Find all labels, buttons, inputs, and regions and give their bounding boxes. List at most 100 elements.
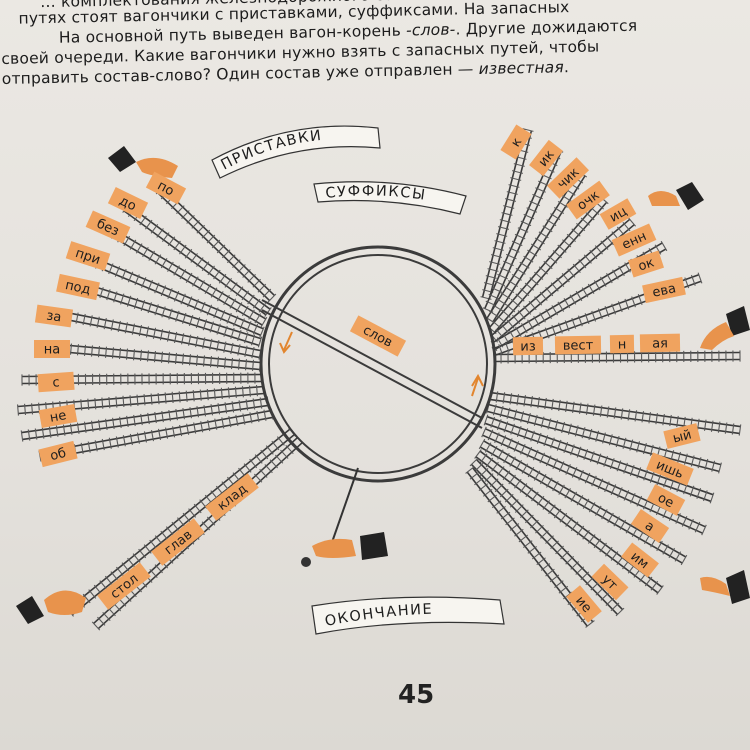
assembled-car-2: н [609, 334, 635, 354]
track-suffix-4 [489, 217, 637, 343]
ending-car-5: ут [591, 563, 629, 601]
ending-car-3-box [630, 509, 670, 543]
suffix-car-7: ева [642, 276, 686, 304]
arrow-up-icon [471, 377, 479, 397]
root-car-2: клад [205, 473, 259, 521]
prefix-car-1-text: до [117, 193, 139, 214]
prefix-car-5-box [34, 304, 74, 328]
assembled-car-2-box [609, 334, 635, 354]
prefix-car-7-box [37, 371, 75, 393]
prefix-car-0-text: по [155, 178, 177, 199]
suffix-car-6-text: ок [636, 255, 656, 274]
track-prefix-0 [155, 185, 277, 303]
ending-car-0-box [663, 423, 701, 449]
root-car-0-box [97, 562, 151, 610]
track-prefix-2 [104, 224, 268, 328]
ending-car-6-box [566, 585, 602, 623]
switch-lever-icon [301, 467, 388, 567]
prefix-car-0-box [145, 171, 187, 205]
prefix-car-8-text: не [49, 408, 68, 426]
signal-flag-icon [16, 590, 86, 624]
prefix-car-0: по [145, 171, 187, 205]
prefix-car-6: на [34, 340, 70, 358]
root-car-center-box [349, 315, 407, 357]
ending-car-2-text: ое [655, 491, 676, 512]
suffix-car-1-box [529, 139, 563, 177]
ending-car-6: ие [566, 585, 602, 623]
ending-car-0-text: ый [671, 427, 693, 446]
track-prefix-4 [71, 278, 263, 348]
prefix-car-6-text: на [44, 343, 60, 358]
track-ending-5 [474, 449, 664, 595]
banner-suffixes: СУФФИКСЫ [313, 181, 467, 215]
ending-car-4-box [621, 542, 659, 578]
root-car-center: слов [349, 315, 407, 357]
assembled-car-0-text: из [520, 339, 536, 354]
banner-endings: ОКОНЧАНИЕ [311, 596, 505, 635]
assembled-car-1-text: вест [563, 338, 594, 354]
prefix-car-5-text: за [45, 309, 62, 326]
page-number: 45 [398, 680, 435, 710]
prefix-car-3: при [65, 241, 111, 271]
signal-flag-icon [108, 146, 178, 178]
ending-car-4: им [621, 542, 659, 578]
prefix-car-2: без [85, 210, 131, 244]
assembled-car-2-text: н [618, 337, 627, 352]
track-prefix-9 [20, 396, 270, 442]
suffix-car-7-text: ева [651, 281, 677, 301]
signal-flag-icon [648, 182, 704, 210]
prefix-car-4-box [56, 273, 100, 301]
ending-car-5-box [591, 563, 629, 601]
main-track [261, 299, 483, 429]
prefix-car-9-text: об [49, 446, 68, 464]
prefix-car-1: до [107, 187, 149, 219]
morpheme-labels: подобезприподзанаснеобкикчикочкиценнокев… [34, 124, 701, 623]
arrow-down-icon-head [279, 342, 291, 354]
track-prefix-10 [38, 408, 274, 462]
track-suffix-2 [484, 170, 588, 324]
suffix-car-4-box [599, 198, 637, 230]
suffix-car-1: ик [529, 139, 563, 177]
assembled-car-3-text: ая [652, 336, 668, 351]
prefix-car-7: с [37, 371, 75, 393]
assembled-car-1: вест [554, 335, 602, 355]
prefix-car-9-box [38, 440, 78, 468]
prefix-car-9: об [38, 440, 78, 468]
prefix-car-6-box [34, 340, 70, 358]
track-ending-3 [481, 426, 707, 536]
track-suffix-3 [487, 195, 609, 335]
root-car-0: стол [97, 562, 151, 610]
prefix-car-2-box [85, 210, 131, 244]
ending-car-2: ое [646, 484, 686, 516]
prefix-car-4: под [56, 273, 100, 301]
root-car-2-box [205, 473, 259, 521]
suffix-car-4: иц [599, 198, 637, 230]
suffix-car-0: к [500, 124, 532, 160]
prefix-car-3-text: при [73, 246, 102, 268]
assembled-car-0-box [512, 336, 544, 356]
ending-car-1-box [646, 452, 694, 486]
assembled-car-1-box [554, 335, 602, 355]
assembled-car-3-box [639, 333, 681, 353]
ending-car-3: а [630, 509, 670, 543]
track-ending-6 [469, 457, 625, 617]
ending-car-2-box [646, 484, 686, 516]
track-ending-2 [483, 414, 715, 504]
ending-car-0: ый [663, 423, 701, 449]
suffix-car-0-box [500, 124, 532, 160]
root-car-1-box [151, 518, 205, 566]
track-roots-2 [66, 427, 296, 617]
suffix-car-2-box [547, 157, 589, 199]
prefix-car-1-box [107, 187, 149, 219]
banner-prefixes: ПРИСТАВКИ [211, 125, 381, 179]
prefix-car-4-text: под [64, 278, 92, 298]
signal-flag-icon [700, 570, 750, 604]
suffix-car-7-box [642, 276, 686, 304]
arrow-up-icon-head [471, 373, 484, 387]
turntable-circle [259, 245, 497, 483]
prefix-car-7-text: с [52, 375, 60, 390]
prefix-car-3-box [65, 241, 111, 271]
track-prefix-5 [54, 308, 262, 360]
